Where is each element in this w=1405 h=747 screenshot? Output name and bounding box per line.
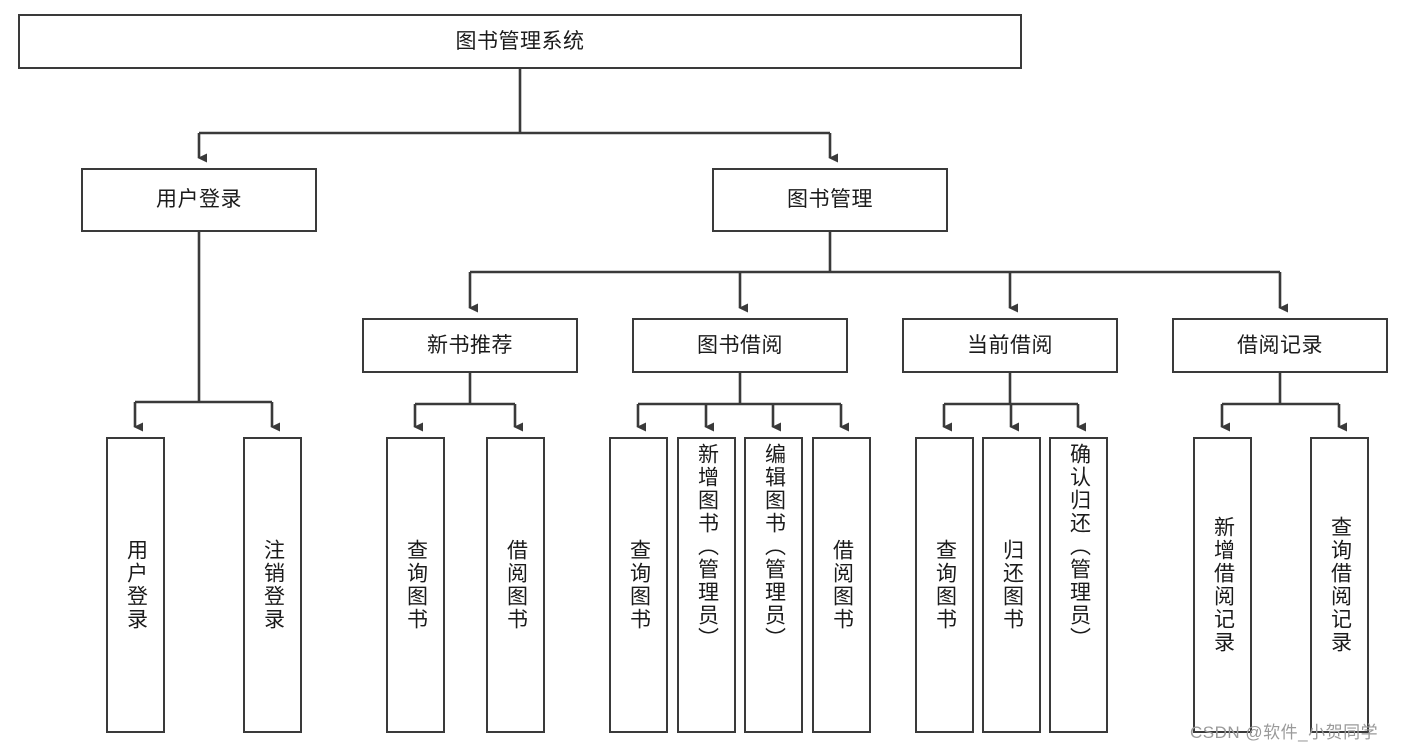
node-label: 编辑图书（管理员）: [762, 443, 786, 650]
node-leaf-return-book[interactable]: 归还图书: [982, 437, 1041, 733]
node-label: 查询借阅记录: [1328, 516, 1352, 654]
node-leaf-query-book-recommend[interactable]: 查询图书: [386, 437, 445, 733]
node-label: 查询图书: [404, 539, 428, 631]
node-leaf-add-borrow-record[interactable]: 新增借阅记录: [1193, 437, 1252, 733]
node-label: 借阅图书: [830, 539, 854, 631]
node-leaf-edit-book[interactable]: 编辑图书（管理员）: [744, 437, 803, 733]
node-current-borrow[interactable]: 当前借阅: [902, 318, 1118, 373]
node-book-borrow[interactable]: 图书借阅: [632, 318, 848, 373]
node-label: 图书借阅: [697, 333, 783, 357]
node-borrow-record[interactable]: 借阅记录: [1172, 318, 1388, 373]
node-leaf-add-book[interactable]: 新增图书（管理员）: [677, 437, 736, 733]
node-label: 借阅记录: [1237, 333, 1323, 357]
node-label: 确认归还（管理员）: [1067, 443, 1091, 650]
node-label: 图书管理系统: [455, 29, 585, 53]
node-label: 新书推荐: [427, 333, 513, 357]
node-book-management[interactable]: 图书管理: [712, 168, 948, 232]
node-leaf-query-borrow-record[interactable]: 查询借阅记录: [1310, 437, 1369, 733]
node-leaf-borrow-book[interactable]: 借阅图书: [812, 437, 871, 733]
node-leaf-borrow-book-recommend[interactable]: 借阅图书: [486, 437, 545, 733]
node-label: 新增图书（管理员）: [695, 443, 719, 650]
csdn-watermark: CSDN @软件_小贺同学: [1190, 723, 1379, 742]
node-leaf-user-login[interactable]: 用户登录: [106, 437, 165, 733]
node-label: 注销登录: [261, 539, 285, 631]
node-label: 归还图书: [1000, 539, 1024, 631]
node-leaf-confirm-return[interactable]: 确认归还（管理员）: [1049, 437, 1108, 733]
node-label: 当前借阅: [967, 333, 1053, 357]
node-leaf-query-book-borrow[interactable]: 查询图书: [609, 437, 668, 733]
node-leaf-query-book-current[interactable]: 查询图书: [915, 437, 974, 733]
node-label: 查询图书: [933, 539, 957, 631]
node-label: 新增借阅记录: [1211, 516, 1235, 654]
node-label: 借阅图书: [504, 539, 528, 631]
node-new-book-recommend[interactable]: 新书推荐: [362, 318, 578, 373]
node-label: 图书管理: [787, 188, 873, 212]
node-leaf-logout[interactable]: 注销登录: [243, 437, 302, 733]
node-label: 用户登录: [124, 539, 148, 631]
node-root-system[interactable]: 图书管理系统: [18, 14, 1022, 69]
node-user-login[interactable]: 用户登录: [81, 168, 317, 232]
node-label: 用户登录: [156, 188, 242, 212]
node-label: 查询图书: [627, 539, 651, 631]
